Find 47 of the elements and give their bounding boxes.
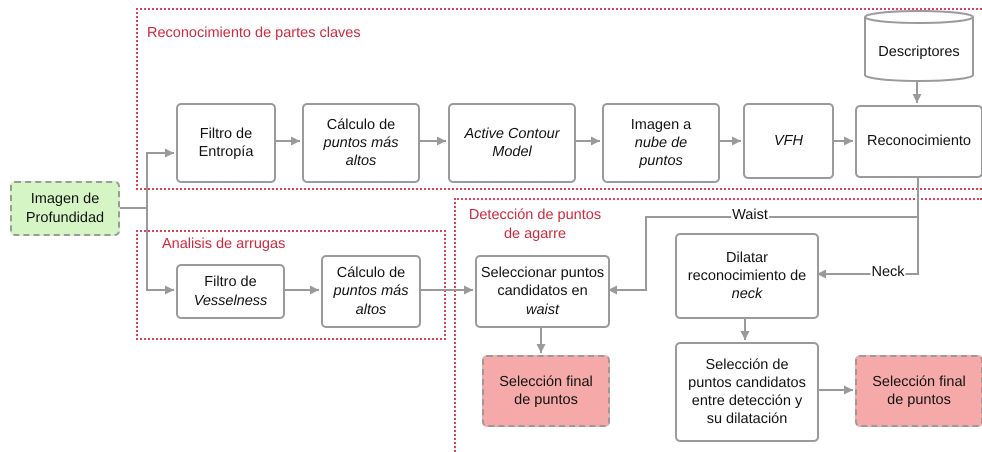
node-label: Filtro de Vesselness	[192, 273, 268, 310]
node-label: Dilatar reconocimiento de neck	[686, 248, 808, 304]
arrow	[536, 326, 546, 353]
arrow	[274, 136, 300, 146]
process-box	[743, 103, 834, 179]
node-label: Filtro de Entropía	[198, 124, 254, 162]
process-box	[321, 255, 421, 328]
arrow	[817, 386, 853, 394]
group-title: Reconocimiento de partes claves	[147, 24, 362, 43]
node-label: Active Contour Model	[463, 124, 561, 162]
process-box	[675, 342, 819, 442]
arrow	[832, 136, 853, 146]
node-label: VFH	[774, 132, 803, 150]
arrow	[283, 286, 319, 294]
process-box	[302, 103, 420, 183]
node-label: Cálculo de puntos más altos	[322, 116, 400, 170]
arrow	[120, 207, 174, 294]
input-box	[10, 181, 120, 236]
group-region	[136, 8, 982, 190]
arrow	[912, 80, 922, 103]
node-label: Descriptores	[878, 42, 960, 62]
process-box	[448, 103, 576, 183]
node-label: Imagen de Profundidad	[24, 190, 106, 227]
node-label: Reconocimiento	[867, 132, 971, 151]
process-box	[675, 233, 819, 319]
node-label: Seleccionar puntos candidatos en waist	[480, 264, 605, 319]
arrow	[419, 286, 473, 294]
arrow	[418, 136, 446, 146]
process-box	[855, 105, 982, 178]
arrow	[740, 317, 750, 340]
process-box	[602, 103, 720, 183]
process-box	[475, 255, 610, 328]
process-box	[176, 103, 276, 183]
node-label: Selección de puntos candidatos entre detección y su dilatación	[687, 356, 807, 428]
result-box	[482, 355, 610, 427]
arrow	[718, 136, 741, 146]
node-label: Cálculo de puntos más altos	[332, 264, 410, 319]
group-region	[136, 230, 446, 340]
group-title: Analisis de arrugas	[162, 235, 286, 254]
group-title: Detección de puntos de agarre	[468, 206, 602, 244]
process-box	[176, 264, 285, 319]
result-box	[855, 355, 982, 427]
arrow	[574, 136, 600, 146]
node-label: Selección final de puntos	[498, 372, 594, 410]
node-label: Imagen a nube de puntos	[630, 116, 692, 170]
node-label: Selección final de puntos	[871, 372, 967, 410]
group-region	[454, 198, 982, 452]
